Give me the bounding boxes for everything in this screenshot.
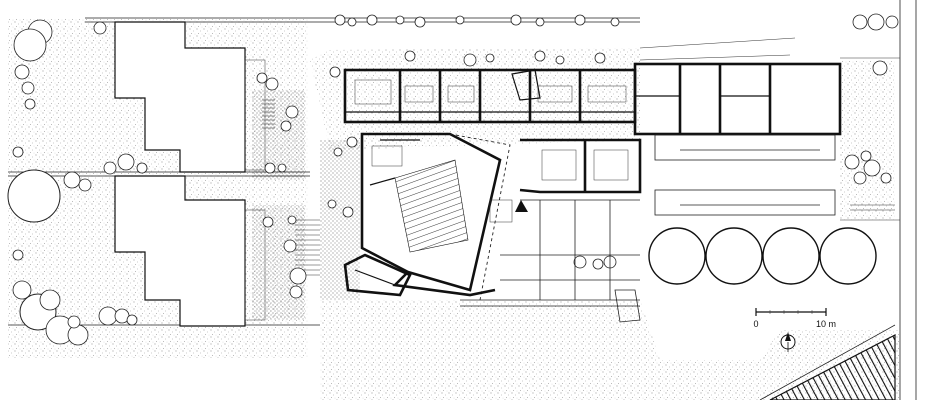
stairs-lower [295,219,320,276]
hatched-ramp [759,324,896,400]
scale-bar: 0 10 m [753,308,836,329]
trees [7,13,899,346]
auditorium [360,132,511,301]
scale-start-label: 0 [753,319,758,329]
west-annex [343,253,412,297]
round-tanks [648,227,877,285]
stairs-upper [262,99,275,129]
row-houses [114,21,320,327]
seminar-rooms [489,138,642,223]
office-wing [343,62,842,136]
scale-end-label: 10 m [816,319,836,329]
north-arrow-icon [780,332,796,352]
courtyard [460,134,836,323]
